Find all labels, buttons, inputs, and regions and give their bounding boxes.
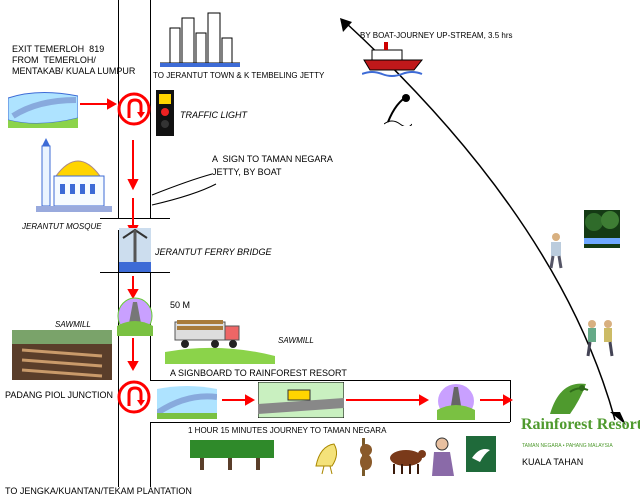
bus-icon	[258, 382, 344, 418]
u-turn-icon-2	[117, 380, 151, 414]
rainforest-logo-icon	[550, 383, 589, 414]
lower-road-left-edge	[118, 272, 119, 487]
sawmill-right-label: SAWMILL	[278, 336, 314, 345]
mosque-icon	[36, 138, 112, 212]
cow-icon	[390, 450, 426, 474]
hiker-icon	[549, 233, 563, 269]
highway-icon	[8, 91, 78, 128]
signboard-label: A SIGNBOARD TO RAINFOREST RESORT	[170, 368, 347, 378]
road-icon-2	[437, 384, 475, 420]
boat-journey-label: BY BOAT-JOURNEY UP-STREAM, 3.5 hrs	[360, 31, 513, 40]
road-icon-3	[157, 386, 217, 419]
mosque-label: JERANTUT MOSQUE	[22, 222, 102, 231]
east-road-lower-edge	[150, 422, 151, 487]
swimmer-icon	[384, 94, 412, 126]
main-road-left-edge-2	[118, 230, 119, 272]
to-jerantut-label: TO JERANTUT TOWN & K TEMBELING JETTY	[153, 71, 325, 80]
sawmill-left-label: SAWMILL	[55, 320, 91, 329]
east-road-top	[150, 380, 510, 381]
east-road-bottom	[150, 422, 510, 423]
dove-icon	[466, 436, 496, 472]
forest-photo	[584, 210, 620, 248]
ferry-road-bottom	[100, 272, 170, 273]
monkey-icon	[360, 438, 372, 476]
traffic-light-label: TRAFFIC LIGHT	[180, 110, 247, 120]
city-icon	[160, 12, 240, 67]
kuala-tahan-label: KUALA TAHAN	[522, 457, 584, 467]
padang-piol-label: PADANG PIOL JUNCTION	[5, 390, 114, 400]
hiker-icon-2	[586, 320, 614, 357]
sawmill-photo	[12, 330, 112, 380]
road-icon	[117, 297, 153, 336]
distance-label: 50 M	[170, 300, 191, 310]
bird-icon	[315, 443, 338, 475]
u-turn-icon	[117, 92, 151, 126]
logo-name: Rainforest Resort	[521, 416, 640, 433]
ferry-bridge-label: JERANTUT FERRY BRIDGE	[155, 247, 272, 257]
sign-pointer-lines	[151, 173, 217, 206]
journey-time-label: 1 HOUR 15 MINUTES JOURNEY TO TAMAN NEGAR…	[188, 426, 387, 435]
logo-tagline: TAMAN NEGARA • PAHANG MALAYSIA	[522, 443, 613, 449]
to-jengka-label: TO JENGKA/KUANTAN/TEKAM PLANTATION	[5, 486, 192, 496]
truck-icon	[165, 320, 275, 364]
exit-label: EXIT TEMERLOH 819 FROM TEMERLOH/ MENTAKA…	[12, 44, 136, 76]
sign-taman-label: A SIGN TO TAMAN NEGARA JETTY, BY BOAT	[212, 154, 333, 177]
ferry-road-top	[100, 218, 170, 219]
bridge-icon	[119, 228, 151, 272]
tree-icon	[190, 440, 274, 470]
traffic-light-icon	[156, 90, 174, 136]
boat-icon	[362, 42, 424, 77]
elder-icon	[432, 437, 454, 476]
